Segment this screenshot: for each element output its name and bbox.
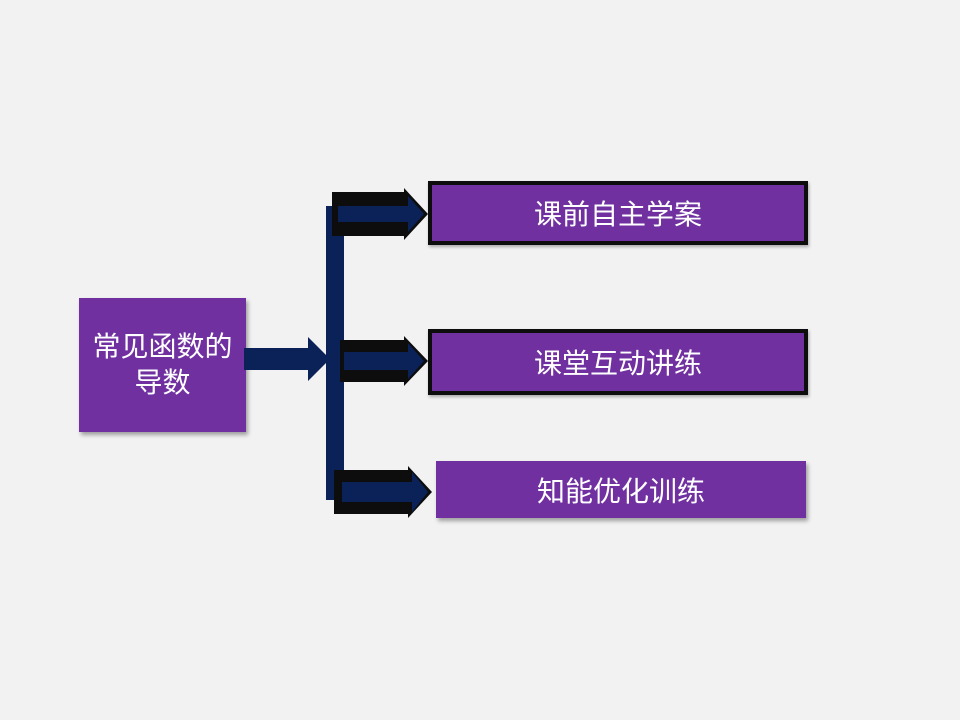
- branch-arrow-3: [334, 466, 432, 518]
- branch-arrow-2: [340, 336, 428, 386]
- bracket-connector: [326, 206, 344, 500]
- item-label-2: 课堂互动讲练: [533, 347, 702, 380]
- item-label-3: 知能优化训练: [536, 474, 705, 508]
- item-label-1: 课前自主学案: [533, 198, 702, 231]
- item-box-1: 课前自主学案: [428, 181, 808, 245]
- topic-label: 常见函数的导数: [92, 330, 233, 399]
- item-box-3: 知能优化训练: [436, 461, 806, 518]
- branch-arrow-1: [332, 188, 428, 240]
- main-arrow: [244, 337, 330, 381]
- item-box-2: 课堂互动讲练: [428, 329, 808, 395]
- topic-box: 常见函数的导数: [79, 298, 246, 432]
